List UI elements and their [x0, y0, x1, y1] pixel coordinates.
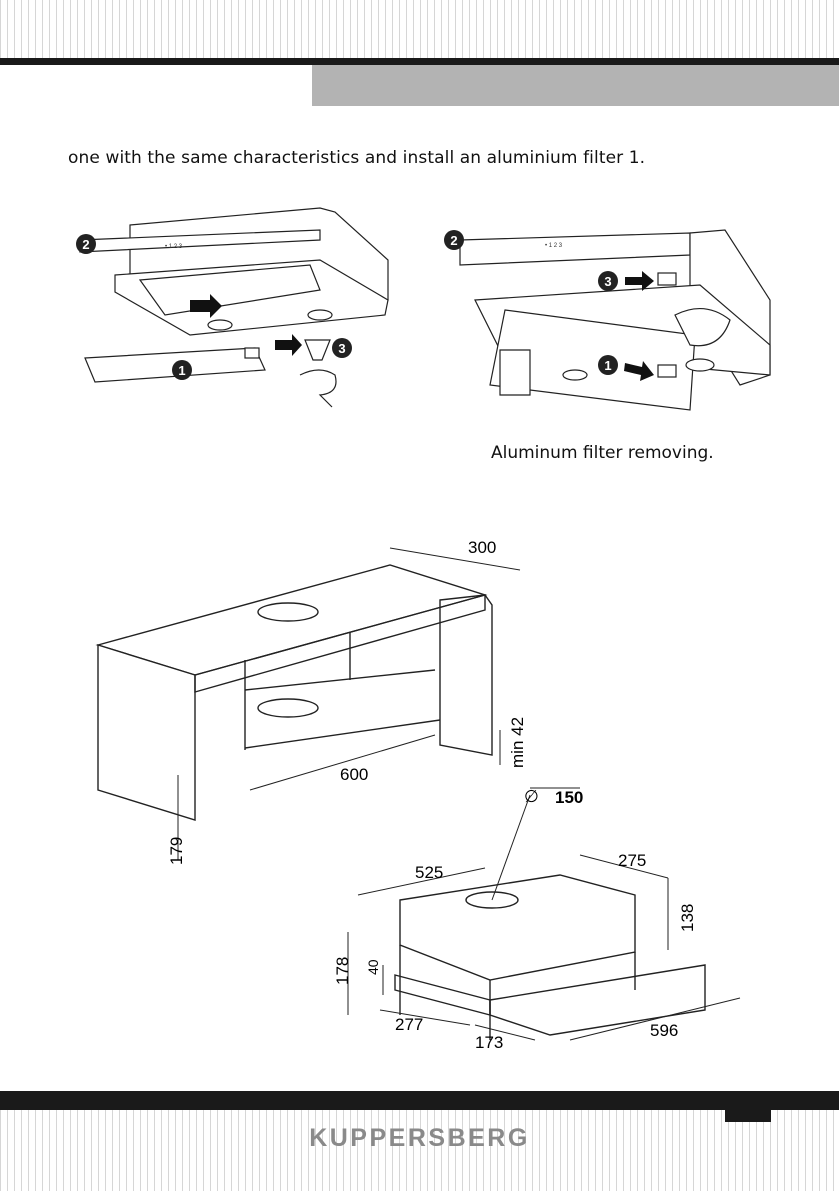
intro-text: one with the same characteristics and in… — [68, 148, 646, 168]
dim-150: 150 — [555, 788, 583, 807]
control-panel-indicator-right: • 1 2 3 — [545, 243, 563, 249]
filter-replace-illustration: 2 1 3 • 1 2 3 — [76, 207, 389, 408]
dim-275: 275 — [618, 851, 646, 870]
figure-caption: Aluminum filter removing. — [491, 443, 714, 463]
bottom-bar — [0, 1091, 839, 1110]
dim-178: 178 — [333, 957, 352, 985]
dim-138: 138 — [678, 904, 697, 932]
callout-1-right: 1 — [604, 358, 611, 373]
header-panel — [312, 65, 839, 106]
diameter-icon: ∅ — [524, 787, 539, 806]
bottom-stripe-pattern — [0, 1110, 839, 1191]
control-panel-indicator: • 1 2 3 — [165, 244, 183, 250]
callout-2-right: 2 — [450, 233, 457, 248]
dim-40: 40 — [365, 959, 381, 975]
callout-3-left: 3 — [338, 341, 345, 356]
dim-596: 596 — [650, 1021, 678, 1040]
dimension-drawing: 300 600 min 42 179 150 ∅ 525 275 138 178… — [95, 538, 741, 1052]
dim-525: 525 — [415, 863, 443, 882]
filter-removing-illustration: 2 3 1 • 1 2 3 — [444, 229, 771, 411]
brand-logo: KUPPERSBERG — [309, 1124, 530, 1152]
dim-300: 300 — [468, 538, 496, 557]
dim-600: 600 — [340, 765, 368, 784]
dim-179: 179 — [167, 837, 186, 865]
dim-277: 277 — [395, 1015, 423, 1034]
dim-173: 173 — [475, 1033, 503, 1052]
callout-2-left: 2 — [82, 237, 89, 252]
callout-3-right: 3 — [604, 274, 611, 289]
dim-min-42: min 42 — [508, 717, 527, 768]
top-bar — [0, 58, 839, 65]
callout-1-left: 1 — [178, 363, 185, 378]
top-stripe-pattern — [0, 0, 839, 58]
page-number-tab — [725, 1108, 771, 1122]
